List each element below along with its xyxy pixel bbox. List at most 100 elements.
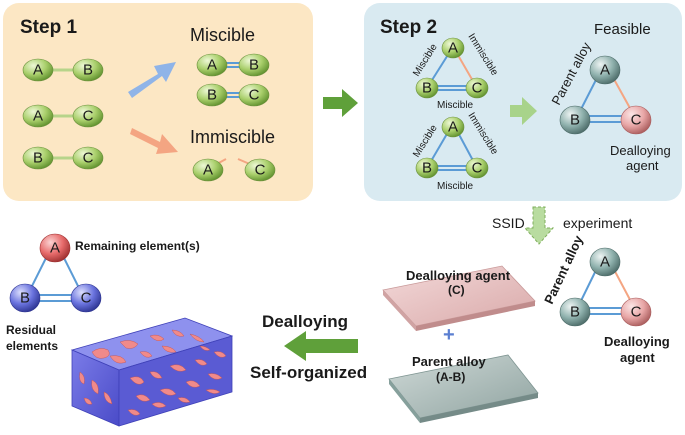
result-triangle: A B C Remaining element(s) Residual elem…	[6, 233, 200, 353]
ball-label: B	[20, 290, 30, 307]
ball-label: A	[50, 240, 60, 257]
ball-label: A	[33, 108, 43, 125]
ball-a	[441, 116, 465, 138]
residual-label-2: elements	[6, 339, 58, 353]
ball-c	[70, 283, 102, 313]
plate-top-label-1: Dealloying agent	[406, 268, 511, 283]
ball-label: B	[422, 160, 432, 177]
dealloying-process: Dealloying Self-organized	[250, 312, 367, 382]
ball-a	[39, 233, 71, 263]
parent-alloy-label: Parent alloy	[541, 232, 586, 306]
ball-label: A	[203, 162, 213, 179]
ball-label: A	[207, 57, 217, 74]
ball-b	[72, 58, 104, 82]
self-organized-label: Self-organized	[250, 363, 367, 382]
step2-panel: Step 2 Feasible A B C Miscible Immiscibl…	[364, 3, 682, 201]
left-arrow-icon	[284, 331, 358, 361]
dealloying-label-1: Dealloying	[604, 334, 670, 349]
ball-c	[465, 157, 489, 179]
plate-bottom-label-2: (A-B)	[436, 370, 465, 384]
dealloying-agent-plate: Dealloying agent (C)	[382, 265, 536, 331]
ball-c	[244, 158, 276, 182]
ball-label: C	[472, 160, 483, 177]
ball-label: B	[422, 80, 432, 97]
ball-label: C	[255, 162, 266, 179]
immiscible-pair-ac: A C	[192, 158, 276, 182]
miscible-pair-bc: B C	[196, 83, 270, 107]
ball-b	[22, 146, 54, 170]
ball-a	[192, 158, 224, 182]
light-green-arrow-icon	[510, 97, 537, 125]
nanoporous-block	[70, 317, 234, 427]
ball-label: B	[33, 150, 43, 167]
ball-c	[465, 77, 489, 99]
ball-b	[559, 105, 591, 135]
ball-a	[589, 247, 621, 277]
experiment-triangle: A B C Parent alloy Dealloying agent	[541, 232, 670, 365]
ball-label: B	[249, 57, 259, 74]
ssid-label: SSID	[492, 215, 525, 231]
ball-c	[620, 297, 652, 327]
ball-label: A	[448, 119, 458, 136]
parent-alloy-plate: Parent alloy (A-B)	[388, 354, 539, 423]
ssid-experiment: SSID experiment	[492, 206, 632, 245]
ball-c	[72, 146, 104, 170]
green-arrow-icon	[323, 89, 358, 117]
ball-label: B	[83, 62, 93, 79]
miscible-label: Miscible	[190, 25, 255, 45]
dealloying-agent-label-2: agent	[626, 158, 659, 173]
immiscible-label: Immiscible	[190, 127, 275, 147]
remaining-elements-label: Remaining element(s)	[75, 239, 200, 253]
feasible-label: Feasible	[594, 21, 651, 38]
ball-label: C	[631, 112, 642, 129]
ball-a	[441, 37, 465, 59]
step1-panel: Step 1 A B A C B C	[3, 3, 313, 201]
experiment-label: experiment	[563, 215, 632, 231]
blue-arrow-icon	[128, 62, 176, 98]
triangle-bottom-label: Miscible	[437, 181, 474, 192]
ball-label: C	[81, 290, 92, 307]
ball-b	[415, 77, 439, 99]
ball-a	[22, 104, 54, 128]
ball-label: C	[631, 304, 642, 321]
ball-b	[238, 53, 270, 77]
ball-label: A	[448, 40, 458, 57]
miscible-pair-ab: A B	[196, 53, 270, 77]
plus-sign: +	[443, 324, 455, 346]
ball-a	[589, 55, 621, 85]
ball-label: B	[570, 112, 580, 129]
pore-ligaments	[79, 329, 227, 416]
ball-label: A	[600, 254, 610, 271]
ball-label: C	[249, 87, 260, 104]
ball-label: B	[207, 87, 217, 104]
ball-b	[559, 297, 591, 327]
step1-pair-ab: A B	[22, 58, 104, 82]
step1-pair-ac: A C	[22, 104, 104, 128]
ball-label: A	[33, 62, 43, 79]
ball-c	[620, 105, 652, 135]
ball-b	[415, 157, 439, 179]
ball-label: C	[83, 150, 94, 167]
ball-c	[238, 83, 270, 107]
ball-b	[9, 283, 41, 313]
residual-label-1: Residual	[6, 323, 56, 337]
step1-pair-bc: B C	[22, 146, 104, 170]
ball-label: A	[600, 62, 610, 79]
triangle-bottom-label: Miscible	[437, 100, 474, 111]
ball-label: C	[83, 108, 94, 125]
ball-b	[196, 83, 228, 107]
orange-arrow-icon	[130, 128, 178, 154]
ball-label: B	[570, 304, 580, 321]
plate-top-label-2: (C)	[448, 283, 465, 297]
ball-c	[72, 104, 104, 128]
dealloying-label: Dealloying	[262, 312, 348, 331]
step2-title: Step 2	[380, 17, 437, 38]
dealloying-label-2: agent	[620, 350, 655, 365]
dashed-down-arrow-icon	[523, 206, 555, 245]
ball-label: C	[472, 80, 483, 97]
ball-a	[22, 58, 54, 82]
dealloying-agent-label-1: Dealloying	[610, 143, 671, 158]
ball-a	[196, 53, 228, 77]
step1-title: Step 1	[20, 17, 77, 38]
